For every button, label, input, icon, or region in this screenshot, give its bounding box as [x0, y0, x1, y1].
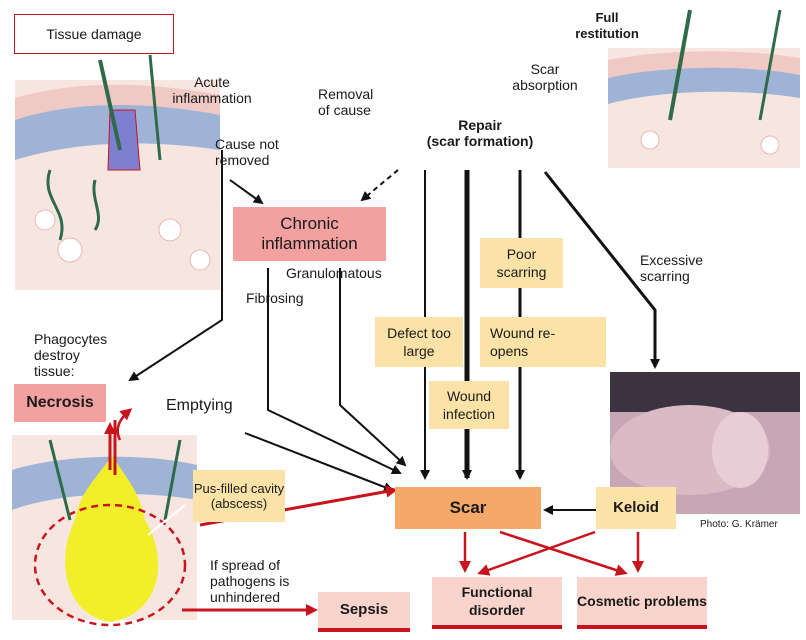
poor-scarring-box: Poor scarring	[480, 238, 563, 288]
excessive-scarring-label: Excessive scarring	[640, 252, 720, 284]
scar-box: Scar	[395, 487, 541, 529]
poor-scarring-text: Poor scarring	[480, 245, 563, 281]
necrosis-box: Necrosis	[14, 384, 106, 422]
full-restitution-text: Full restitution	[575, 10, 639, 41]
chronic-inflammation-text: Chronic inflammation	[233, 214, 386, 254]
defect-too-large-box: Defect too large	[375, 317, 463, 367]
abscess-illustration	[12, 435, 197, 625]
repair-subtitle: (scar formation)	[410, 133, 550, 149]
granulomatous-label: Granulomatous	[286, 265, 382, 281]
keloid-text: Keloid	[613, 499, 659, 517]
sepsis-text: Sepsis	[340, 601, 388, 619]
wound-infection-box: Wound infection	[429, 381, 509, 429]
phagocytes-label: Phagocytes destroy tissue:	[34, 331, 124, 379]
photo-credit: Photo: G. Krämer	[700, 519, 778, 530]
keloid-box: Keloid	[596, 487, 676, 529]
cosmetic-problems-text: Cosmetic problems	[577, 592, 707, 610]
wound-infection-text: Wound infection	[429, 387, 509, 423]
removal-of-cause-label: Removal of cause	[318, 86, 386, 118]
chronic-inflammation-box: Chronic inflammation	[233, 207, 386, 261]
emptying-label: Emptying	[166, 398, 233, 414]
cause-not-removed-label: Cause not removed	[215, 136, 310, 168]
wound-reopens-box: Wound re-opens	[480, 317, 606, 367]
necrosis-text: Necrosis	[26, 394, 94, 412]
functional-disorder-text: Functional disorder	[432, 583, 562, 619]
repair-title: Repair	[410, 117, 550, 133]
pus-cavity-box: Pus-filled cavity (abscess)	[193, 470, 285, 522]
functional-disorder-box: Functional disorder	[432, 577, 562, 629]
wound-reopens-text: Wound re-opens	[490, 324, 560, 360]
sepsis-box: Sepsis	[318, 592, 410, 632]
cosmetic-problems-box: Cosmetic problems	[577, 577, 707, 629]
acute-inflammation-label: Acute inflammation	[172, 74, 252, 106]
pus-cavity-text: Pus-filled cavity (abscess)	[193, 481, 285, 511]
full-restitution-label: Full restitution	[567, 10, 647, 42]
tissue-damage-text: Tissue damage	[46, 25, 141, 43]
repair-heading: Repair (scar formation)	[410, 117, 550, 149]
spread-label: If spread of pathogens is unhindered	[210, 557, 315, 605]
defect-too-large-text: Defect too large	[375, 324, 463, 360]
fibrosing-label: Fibrosing	[246, 290, 304, 306]
scar-absorption-label: Scar absorption	[510, 61, 580, 93]
scar-text: Scar	[450, 499, 487, 517]
tissue-damage-label: Tissue damage	[14, 14, 174, 54]
